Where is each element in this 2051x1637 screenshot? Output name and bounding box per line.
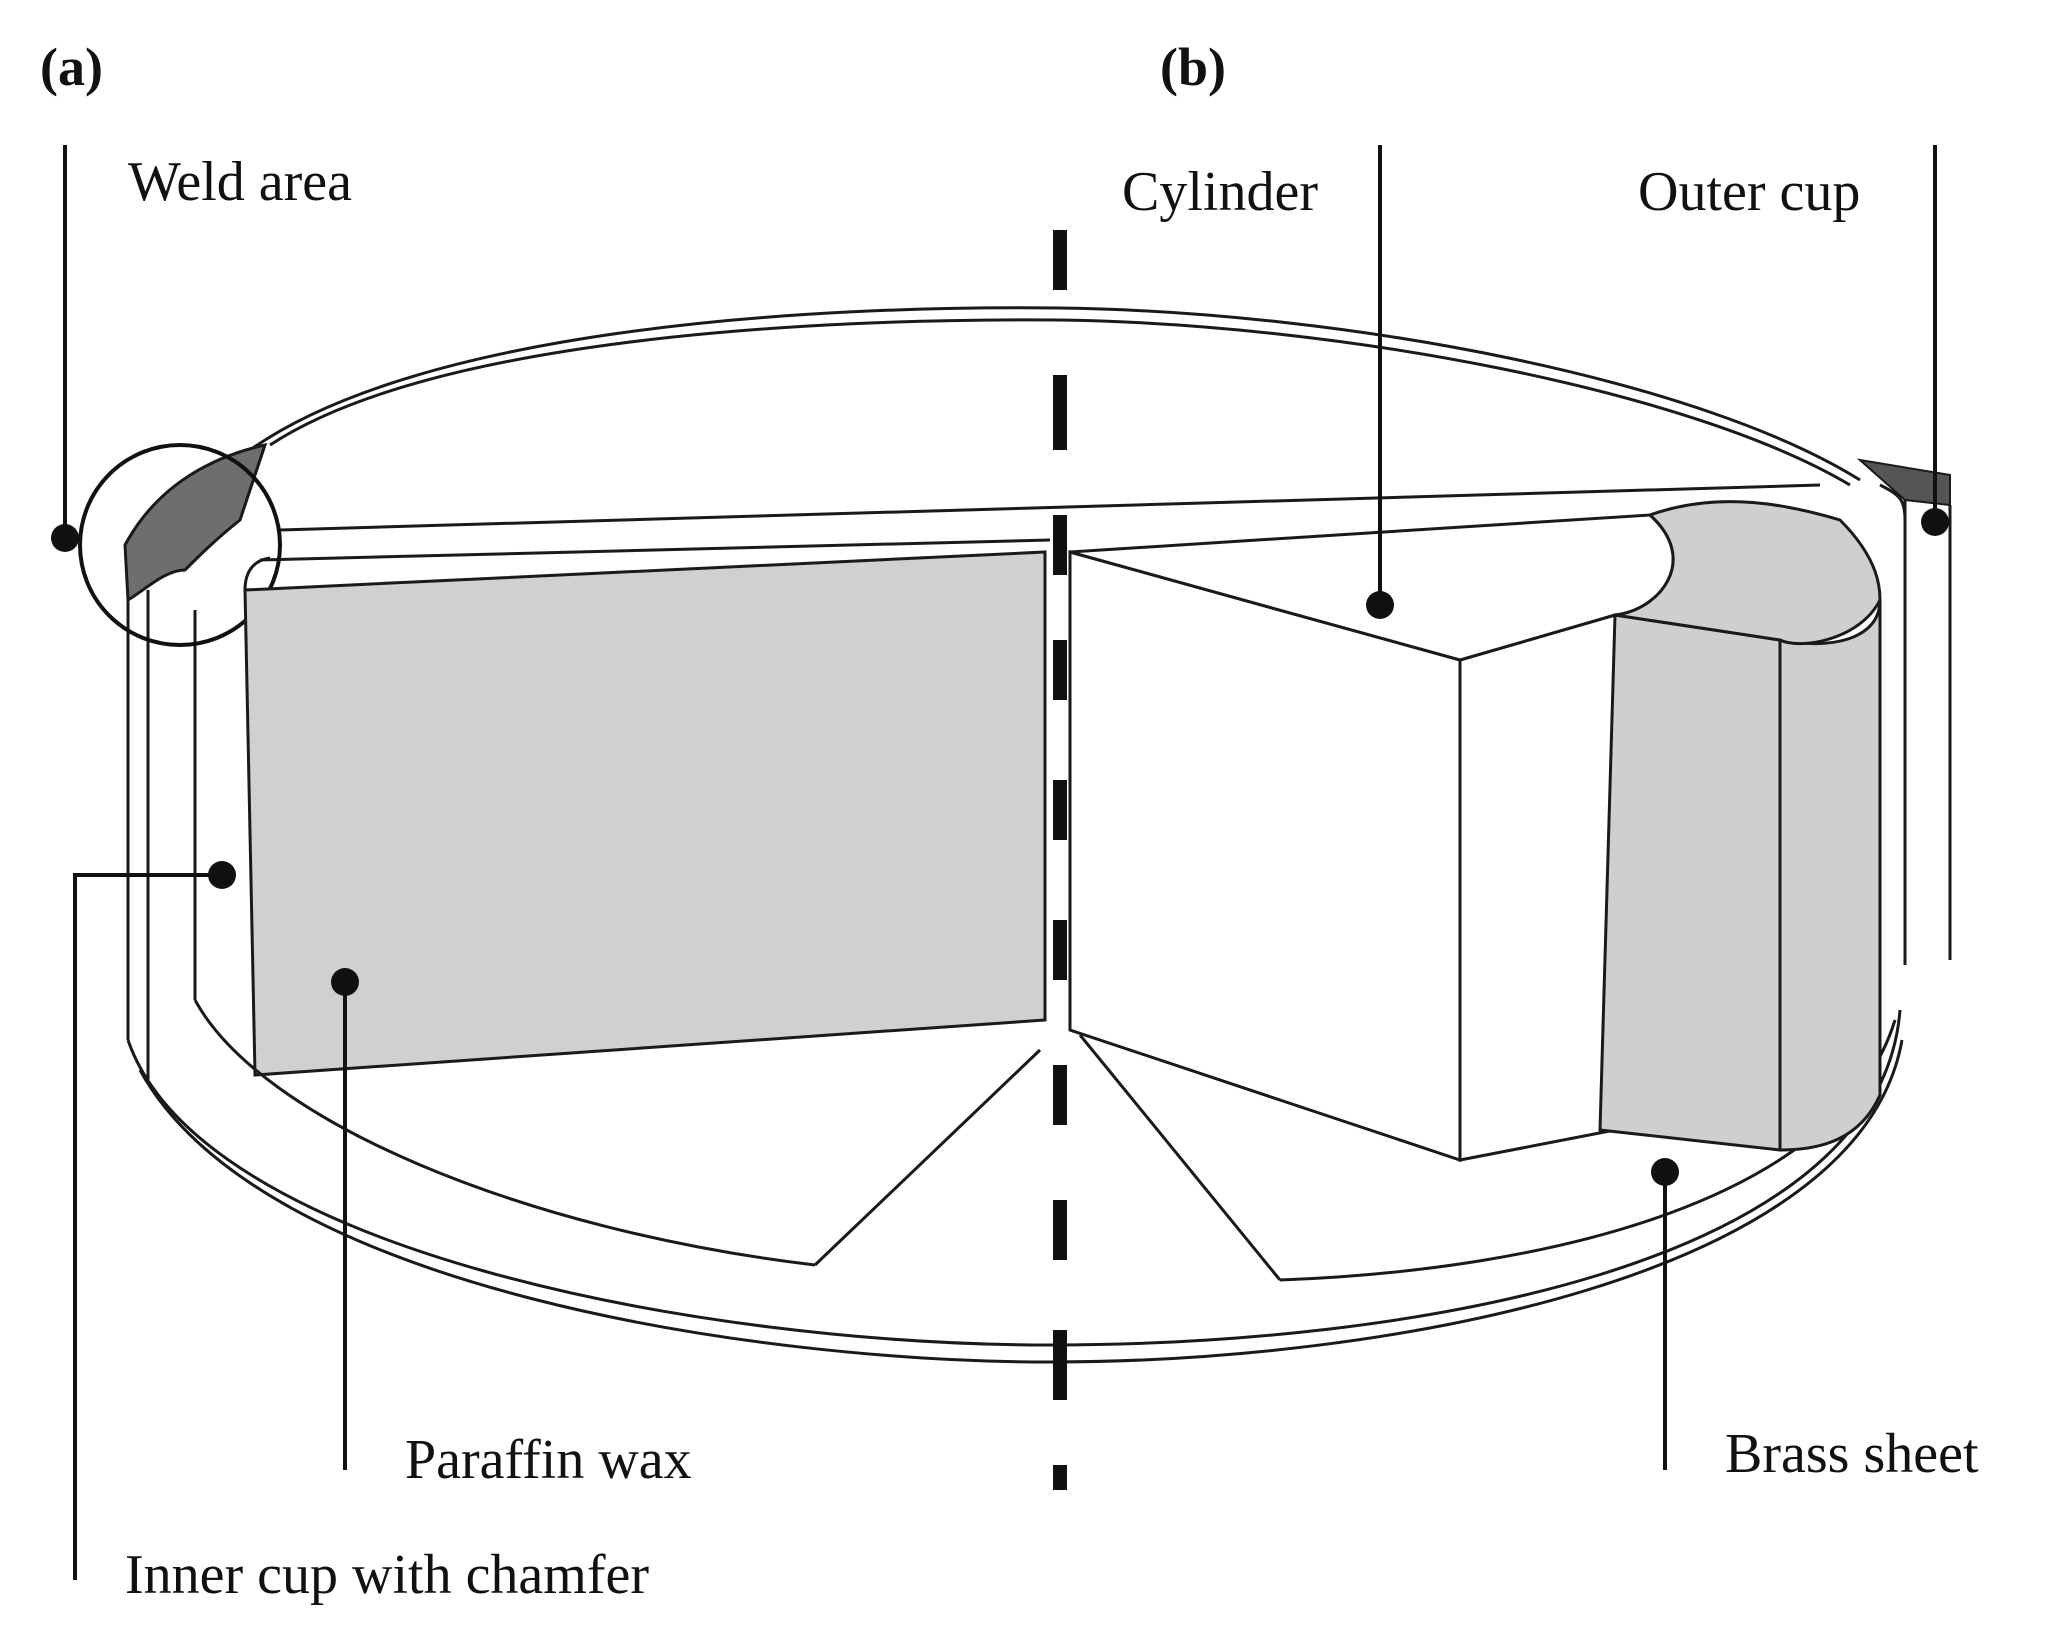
leader-cylinder	[1366, 145, 1394, 619]
inner-cup-label: Inner cup with chamfer	[125, 1544, 649, 1606]
inner-cup-chamfer	[243, 556, 271, 591]
weld-area-label: Weld area	[128, 151, 352, 213]
leader-brass-sheet	[1651, 1158, 1679, 1470]
paraffin-wax-slab	[243, 550, 1047, 1077]
cut-plane-top	[259, 483, 1821, 562]
outer-cup-wall-right	[1879, 483, 1952, 965]
weld-area-shading	[123, 442, 268, 603]
outer-cup-label: Outer cup	[1638, 161, 1860, 223]
brass-sheet-label: Brass sheet	[1725, 1423, 1979, 1485]
leader-inner-cup	[73, 861, 236, 1580]
leader-outer-cup	[1921, 145, 1949, 536]
paraffin-wax-label: Paraffin wax	[405, 1429, 692, 1491]
brass-sheet	[1598, 500, 1882, 1152]
outer-cup-wall-left	[126, 560, 197, 1080]
outer-cup-top-rim	[249, 306, 1861, 487]
outer-cup-base	[126, 1009, 1904, 1364]
weld-area-circle	[78, 443, 282, 647]
panel-a-label: (a)	[40, 37, 103, 97]
leader-paraffin-wax	[331, 968, 359, 1470]
panel-b-label: (b)	[1160, 37, 1226, 97]
cylinder-label: Cylinder	[1122, 161, 1318, 223]
leader-weld-area	[51, 145, 79, 552]
